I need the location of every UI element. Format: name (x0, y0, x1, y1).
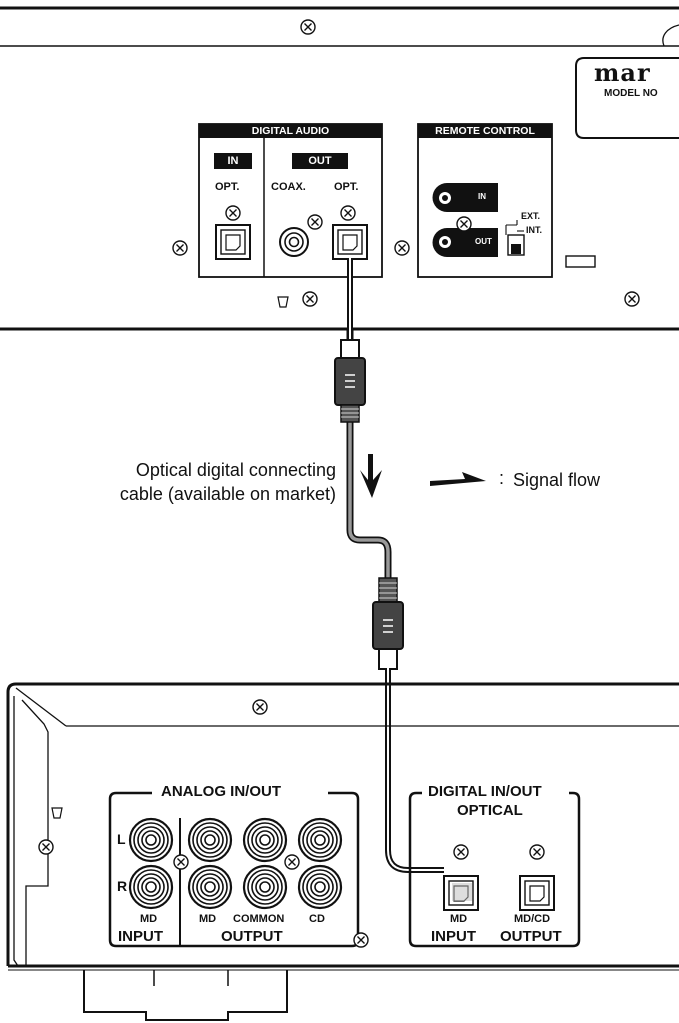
digital-output-label: OUTPUT (500, 928, 562, 945)
analog-md-input-label: MD (140, 913, 158, 925)
screw-icon (456, 216, 472, 232)
out-opt-label: OPT. (334, 181, 359, 193)
signal-flow-label: Signal flow (513, 470, 601, 490)
screw-icon (453, 844, 469, 860)
screw-icon (624, 291, 640, 307)
analog-r-label: R (117, 878, 128, 894)
rca-jack-icon (128, 864, 174, 910)
screw-icon (302, 291, 318, 307)
model-number-label: MODEL NO (604, 88, 658, 99)
model-plate (575, 57, 679, 139)
in-opt-label: OPT. (215, 181, 240, 193)
rca-jack-icon (242, 864, 288, 910)
remote-control-title: REMOTE CONTROL (435, 125, 535, 137)
screw-icon (394, 240, 410, 256)
analog-panel (108, 791, 360, 948)
brand-logo: mar (594, 58, 651, 87)
screw-icon (252, 699, 268, 715)
analog-input-label: INPUT (118, 928, 163, 945)
digital-out-label: OUT (308, 155, 332, 167)
coaxial-out-jack-icon (279, 227, 309, 257)
screw-icon (172, 240, 188, 256)
screw-icon (38, 839, 54, 855)
screw-icon (529, 844, 545, 860)
optical-cable (334, 258, 444, 873)
digital-input-label: INPUT (431, 928, 476, 945)
digital-panel (408, 791, 581, 948)
legend-separator: : (499, 468, 505, 488)
cable-caption-line2: cable (available on market) (119, 484, 336, 504)
analog-cd-label: CD (309, 913, 325, 925)
top-unit-panel (0, 6, 679, 331)
optical-out-jack-icon (332, 224, 368, 260)
screw-icon (340, 205, 356, 221)
screw-icon (307, 214, 323, 230)
cable-caption-line1: Optical digital connecting (135, 460, 336, 480)
screw-icon (284, 854, 300, 870)
rca-jack-icon (187, 817, 233, 863)
analog-common-label: COMMON (233, 913, 285, 925)
digital-mdcd-label: MD/CD (514, 913, 551, 925)
bottom-unit-panel (6, 682, 679, 971)
analog-l-label: L (117, 831, 126, 847)
analog-md-output-label: MD (199, 913, 217, 925)
screw-icon (173, 854, 189, 870)
digital-inout-title: DIGITAL IN/OUT (428, 783, 542, 800)
int-label: INT. (526, 225, 543, 235)
remote-control-panel (417, 123, 553, 278)
slot-icon (565, 255, 596, 268)
remote-in-label: IN (478, 192, 486, 201)
signal-direction-arrow-icon (360, 454, 382, 498)
optical-mdcd-output-jack-icon (519, 875, 555, 911)
stand (83, 970, 288, 1021)
rca-jack-icon (242, 817, 288, 863)
screw-icon (225, 205, 241, 221)
digital-audio-title: DIGITAL AUDIO (251, 125, 330, 137)
remote-out-label: OUT (475, 237, 492, 246)
signal-flow-arrow-icon (430, 472, 486, 486)
rca-jack-icon (297, 864, 343, 910)
optical-in-jack-icon (215, 224, 251, 260)
rca-jack-icon (297, 817, 343, 863)
ground-icon (277, 296, 289, 308)
analog-title: ANALOG IN/OUT (161, 783, 281, 800)
coax-label: COAX. (271, 181, 306, 193)
connected-plug (452, 883, 472, 901)
optical-title: OPTICAL (457, 802, 523, 819)
digital-in-label: IN (227, 155, 239, 167)
ext-label: EXT. (521, 211, 541, 221)
analog-output-label: OUTPUT (221, 928, 283, 945)
screw-icon (353, 932, 369, 948)
rca-jack-icon (128, 817, 174, 863)
screw-icon (300, 19, 316, 35)
digital-md-label: MD (450, 913, 468, 925)
rca-jack-icon (187, 864, 233, 910)
